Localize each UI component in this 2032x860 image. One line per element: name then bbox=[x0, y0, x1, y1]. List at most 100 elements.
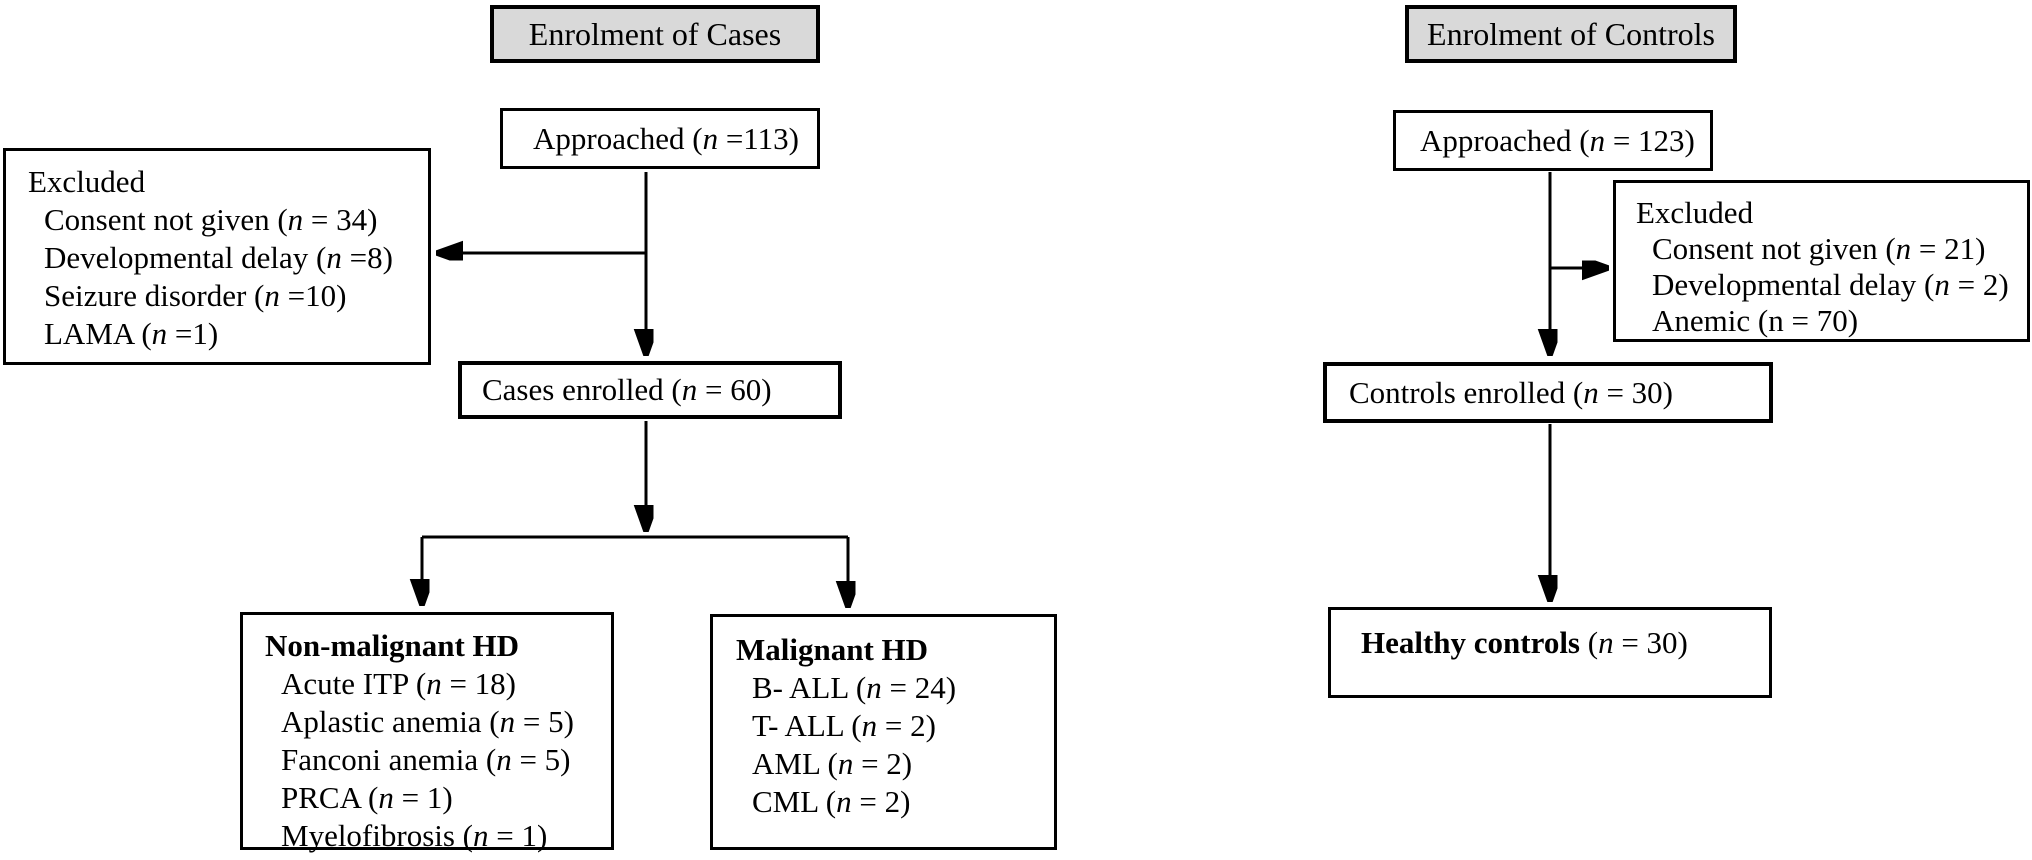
excluded-controls-box: Excluded Consent not given (n = 21) Deve… bbox=[1613, 180, 2030, 342]
text-fragment: = 21) bbox=[1911, 231, 1986, 266]
text-fragment: =1) bbox=[167, 316, 219, 351]
n-symbol: n bbox=[836, 784, 852, 819]
n-symbol: n bbox=[326, 240, 342, 275]
text-fragment: Aplastic anemia ( bbox=[281, 704, 500, 739]
approached-cases-box: Approached (n =113) bbox=[500, 108, 820, 169]
text-fragment: =10) bbox=[279, 278, 347, 313]
non-malignant-item: Myelofibrosis (n = 1) bbox=[265, 817, 603, 855]
n-symbol: n bbox=[681, 372, 698, 407]
text-fragment: ( bbox=[1580, 625, 1599, 660]
text-fragment: = 2) bbox=[1949, 267, 2009, 302]
text-fragment: Approached ( bbox=[533, 120, 703, 156]
text-fragment-bold: Healthy controls bbox=[1361, 625, 1580, 660]
approached-cases-label: Approached (n =113) bbox=[533, 120, 799, 158]
excluded-cases-box: Excluded Consent not given (n = 34) Deve… bbox=[3, 148, 431, 365]
text-fragment: Myelofibrosis ( bbox=[281, 818, 474, 853]
approached-controls-label: Approached (n = 123) bbox=[1420, 122, 1695, 160]
text-fragment: Consent not given ( bbox=[1652, 231, 1896, 266]
healthy-controls-box: Healthy controls (n = 30) bbox=[1328, 607, 1772, 698]
text-fragment: Consent not given ( bbox=[44, 202, 288, 237]
approached-controls-box: Approached (n = 123) bbox=[1393, 110, 1713, 171]
text-fragment: Developmental delay ( bbox=[44, 240, 327, 275]
text-fragment: LAMA ( bbox=[44, 316, 152, 351]
healthy-controls-label: Healthy controls (n = 30) bbox=[1361, 625, 1688, 660]
header-label: Enrolment of Cases bbox=[528, 16, 782, 52]
n-symbol: n bbox=[499, 704, 516, 739]
enrolment-of-controls-header: Enrolment of Controls bbox=[1405, 5, 1737, 63]
n-symbol: n bbox=[702, 120, 719, 156]
text-fragment: =113) bbox=[718, 120, 799, 156]
excluded-item: Developmental delay (n =8) bbox=[28, 239, 418, 277]
text-fragment: Cases enrolled ( bbox=[482, 372, 682, 407]
excluded-item: Consent not given (n = 21) bbox=[1636, 231, 2019, 267]
text-fragment: =8) bbox=[341, 240, 393, 275]
text-fragment: = 30) bbox=[1598, 374, 1673, 410]
excluded-item: Anemic (n = 70) bbox=[1636, 303, 2019, 339]
text-fragment: = 60) bbox=[697, 372, 772, 407]
text-fragment: Approached ( bbox=[1420, 122, 1590, 158]
header-label: Enrolment of Controls bbox=[1427, 16, 1715, 52]
n-symbol: n bbox=[426, 666, 442, 701]
text-fragment: CML ( bbox=[752, 784, 837, 819]
excluded-item: Developmental delay (n = 2) bbox=[1636, 267, 2019, 303]
malignant-item: T- ALL (n = 2) bbox=[736, 707, 1046, 745]
text-fragment: T- ALL ( bbox=[752, 708, 862, 743]
text-fragment: = 2) bbox=[877, 708, 936, 743]
text-fragment: Acute ITP ( bbox=[281, 666, 427, 701]
cases-enrolled-box: Cases enrolled (n = 60) bbox=[458, 361, 842, 419]
text-fragment: Seizure disorder ( bbox=[44, 278, 265, 313]
non-malignant-item: Fanconi anemia (n = 5) bbox=[265, 741, 603, 779]
excluded-item: Consent not given (n = 34) bbox=[28, 201, 418, 239]
n-symbol: n bbox=[287, 202, 304, 237]
n-symbol: n bbox=[378, 780, 394, 815]
n-symbol: n bbox=[1589, 122, 1606, 158]
text-fragment: = 2) bbox=[853, 746, 913, 781]
text-fragment: AML ( bbox=[752, 746, 838, 781]
n-symbol: n bbox=[473, 818, 489, 853]
text-fragment: = 1) bbox=[393, 780, 453, 815]
text-fragment: Anemic (n = 70) bbox=[1652, 303, 1859, 338]
excluded-title: Excluded bbox=[28, 164, 146, 199]
text-fragment: Fanconi anemia ( bbox=[281, 742, 497, 777]
non-malignant-hd-box: Non-malignant HD Acute ITP (n = 18) Apla… bbox=[240, 612, 614, 853]
text-fragment: = 1) bbox=[488, 818, 548, 853]
malignant-item: B- ALL (n = 24) bbox=[736, 669, 1046, 707]
n-symbol: n bbox=[837, 746, 854, 781]
text-fragment: = 24) bbox=[881, 670, 957, 705]
text-fragment: = 30) bbox=[1613, 625, 1688, 660]
n-symbol: n bbox=[1895, 231, 1912, 266]
non-malignant-item: PRCA (n = 1) bbox=[265, 779, 603, 817]
text-fragment: = 2) bbox=[851, 784, 911, 819]
n-symbol: n bbox=[1934, 267, 1950, 302]
n-symbol: n bbox=[151, 316, 168, 351]
non-malignant-item: Acute ITP (n = 18) bbox=[265, 665, 603, 703]
text-fragment: = 123) bbox=[1605, 122, 1695, 158]
non-malignant-title: Non-malignant HD bbox=[265, 628, 520, 663]
malignant-item: AML (n = 2) bbox=[736, 745, 1046, 783]
controls-enrolled-box: Controls enrolled (n = 30) bbox=[1323, 362, 1773, 423]
excluded-item: Seizure disorder (n =10) bbox=[28, 277, 418, 315]
malignant-hd-box: Malignant HD B- ALL (n = 24) T- ALL (n =… bbox=[710, 614, 1057, 850]
text-fragment: Controls enrolled ( bbox=[1349, 374, 1584, 410]
malignant-title: Malignant HD bbox=[736, 632, 929, 667]
n-symbol: n bbox=[496, 742, 512, 777]
controls-enrolled-label: Controls enrolled (n = 30) bbox=[1349, 374, 1673, 412]
excluded-item: LAMA (n =1) bbox=[28, 315, 418, 353]
n-symbol: n bbox=[1583, 374, 1599, 410]
text-fragment: PRCA ( bbox=[281, 780, 379, 815]
n-symbol: n bbox=[264, 278, 280, 313]
text-fragment: B- ALL ( bbox=[752, 670, 867, 705]
non-malignant-item: Aplastic anemia (n = 5) bbox=[265, 703, 603, 741]
enrolment-of-cases-header: Enrolment of Cases bbox=[490, 5, 820, 63]
text-fragment: = 5) bbox=[511, 742, 571, 777]
cases-enrolled-label: Cases enrolled (n = 60) bbox=[482, 371, 772, 409]
n-symbol: n bbox=[1598, 625, 1614, 660]
text-fragment: = 34) bbox=[303, 202, 378, 237]
text-fragment: Developmental delay ( bbox=[1652, 267, 1935, 302]
n-symbol: n bbox=[866, 670, 882, 705]
malignant-item: CML (n = 2) bbox=[736, 783, 1046, 821]
n-symbol: n bbox=[861, 708, 878, 743]
excluded-title: Excluded bbox=[1636, 195, 1754, 230]
text-fragment: = 18) bbox=[441, 666, 517, 701]
